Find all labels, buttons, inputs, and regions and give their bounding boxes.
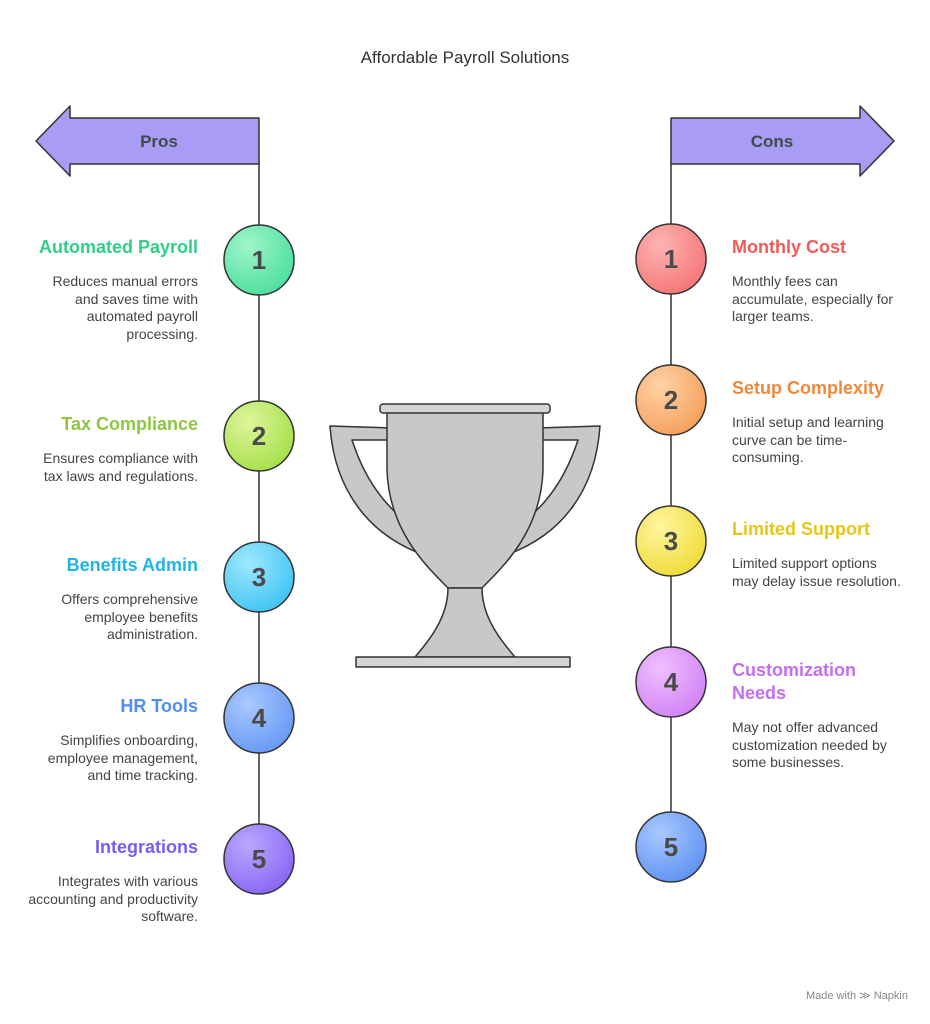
con-description: May not offer advanced customization nee… [732,719,887,770]
cons-step-5: 5 [635,811,707,883]
pros-step-number: 4 [252,703,267,733]
pro-heading: Automated Payroll [38,237,198,257]
con-heading: Limited Support [732,519,870,539]
pro-description: Reduces manual errors and saves time wit… [52,273,198,342]
pro-description: Ensures compliance with tax laws and reg… [43,450,198,484]
pro-heading: Tax Compliance [61,414,198,434]
pros-step-number: 3 [252,562,266,592]
con-item-customization-needs: Customization Needs May not offer advanc… [732,659,907,772]
cons-step-1: 1 [635,223,707,295]
pros-step-4: 4 [223,682,295,754]
pro-heading: HR Tools [120,696,198,716]
pros-step-number: 2 [252,421,266,451]
con-description: Initial setup and learning curve can be … [732,414,884,465]
con-description: Limited support options may delay issue … [732,555,901,589]
trophy-icon [329,403,601,668]
cons-step-number: 5 [664,832,678,862]
pros-arrow: Pros [35,105,260,177]
cons-step-number: 4 [664,667,679,697]
pro-description: Simplifies onboarding, employee manageme… [47,732,198,783]
cons-step-4: 4 [635,646,707,718]
pros-step-3: 3 [223,541,295,613]
pro-heading: Benefits Admin [66,555,198,575]
pro-item-benefits-admin: Benefits Admin Offers comprehensive empl… [28,554,198,644]
con-heading: Setup Complexity [732,378,885,398]
cons-step-number: 1 [664,244,678,274]
footer-brand: Napkin [873,990,908,1002]
napkin-logo-icon: ≫ [859,990,871,1002]
pros-label: Pros [140,132,178,151]
pro-item-hr-tools: HR Tools Simplifies onboarding, employee… [28,695,198,785]
pro-item-integrations: Integrations Integrates with various acc… [28,836,198,926]
footer-text: Made with [805,990,857,1002]
cons-label: Cons [751,132,794,151]
pros-step-1: 1 [223,224,295,296]
pros-step-5: 5 [223,823,295,895]
pro-item-tax-compliance: Tax Compliance Ensures compliance with t… [28,413,198,485]
diagram-title: Affordable Payroll Solutions [360,48,570,67]
con-item-monthly-cost: Monthly Cost Monthly fees can accumulate… [732,236,907,326]
cons-arrow: Cons [670,105,895,177]
cons-step-number: 2 [664,385,678,415]
pro-description: Offers comprehensive employee benefits a… [61,591,198,642]
made-with-napkin-badge[interactable]: Made with ≫ Napkin [806,989,908,1002]
pro-item-automated-payroll: Automated Payroll Reduces manual errors … [28,236,198,343]
cons-step-3: 3 [635,505,707,577]
cons-step-number: 3 [664,526,678,556]
con-heading: Monthly Cost [732,237,846,257]
con-description: Monthly fees can accumulate, especially … [732,273,894,324]
pro-heading: Integrations [94,837,198,857]
cons-step-2: 2 [635,364,707,436]
pros-step-number: 5 [252,844,266,874]
con-heading: Customization Needs [732,660,856,703]
pro-description: Integrates with various accounting and p… [28,873,198,924]
con-item-setup-complexity: Setup Complexity Initial setup and learn… [732,377,907,467]
pros-step-2: 2 [223,400,295,472]
con-item-limited-support: Limited Support Limited support options … [732,518,907,590]
pros-step-number: 1 [252,245,266,275]
